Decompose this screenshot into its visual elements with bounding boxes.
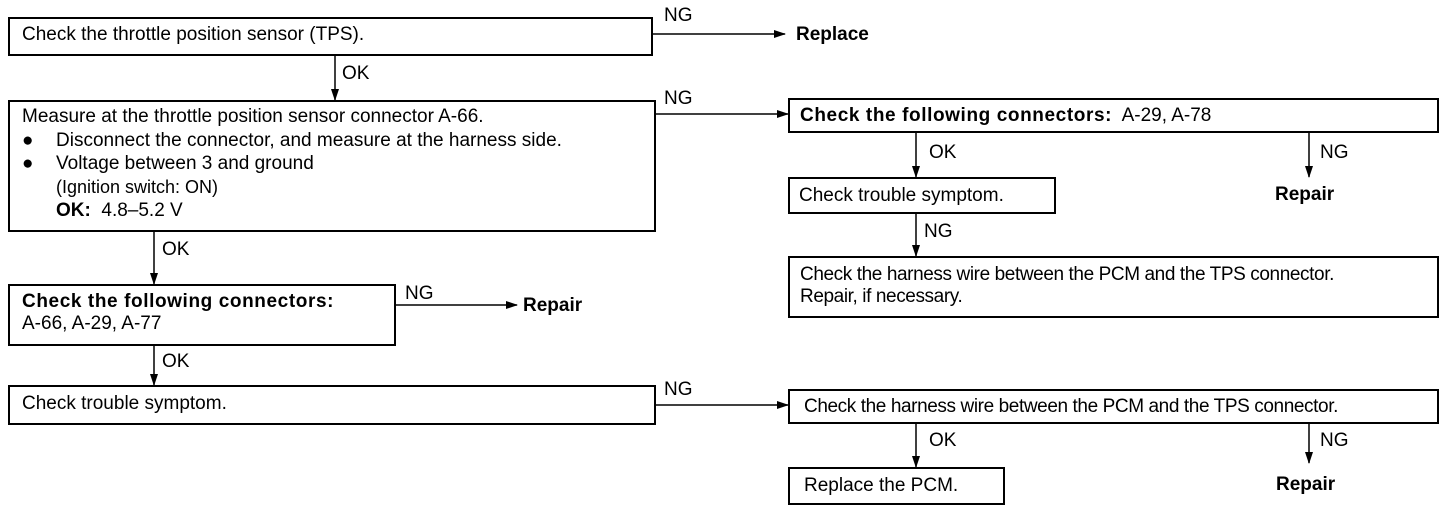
label-repair-1: Repair	[523, 295, 583, 316]
label-ok-4: OK	[929, 142, 957, 163]
box-measure-connector: Measure at the throttle position sensor …	[8, 100, 656, 232]
replace-pcm-text: Replace the PCM.	[804, 475, 959, 496]
label-ok-2: OK	[162, 239, 190, 260]
measure-title: Measure at the throttle position sensor …	[22, 106, 484, 127]
box-check-symptom-left: Check trouble symptom.	[8, 385, 656, 425]
harness-1-line-1: Check the harness wire between the PCM a…	[800, 264, 1334, 285]
label-ng-1: NG	[664, 5, 693, 26]
label-ok-3: OK	[162, 351, 190, 372]
label-ng-2: NG	[664, 88, 693, 109]
symptom-left-text: Check trouble symptom.	[22, 393, 227, 414]
harness-2-text: Check the harness wire between the PCM a…	[804, 396, 1338, 417]
measure-condition: (Ignition switch: ON)	[56, 176, 219, 197]
label-ok-5: OK	[929, 430, 957, 451]
box-check-connectors-right: Check the following connectors: A-29, A-…	[788, 98, 1439, 133]
label-ng-6: NG	[924, 221, 953, 242]
box-check-tps-text: Check the throttle position sensor (TPS)…	[22, 24, 365, 45]
measure-ok-spec: OK: 4.8–5.2 V	[22, 199, 642, 223]
connectors-left-list: A-66, A-29, A-77	[22, 313, 162, 334]
label-ng-5: NG	[1320, 142, 1349, 163]
connectors-left-heading: Check the following connectors:	[22, 291, 335, 312]
measure-bullet-1-text: Disconnect the connector, and measure at…	[56, 129, 562, 151]
label-repair-2: Repair	[1275, 184, 1335, 205]
box-check-harness-2: Check the harness wire between the PCM a…	[788, 389, 1439, 424]
label-ng-7: NG	[1320, 430, 1349, 451]
ok-spec-value: 4.8–5.2 V	[101, 200, 183, 221]
box-check-connectors-left: Check the following connectors: A-66, A-…	[8, 284, 396, 346]
label-ok-1: OK	[342, 63, 370, 84]
bullet-icon: ●	[22, 153, 34, 174]
label-repair-3: Repair	[1276, 474, 1336, 495]
measure-bullet-1: ● Disconnect the connector, and measure a…	[22, 129, 642, 153]
box-check-symptom-right: Check trouble symptom.	[788, 177, 1056, 214]
box-check-tps: Check the throttle position sensor (TPS)…	[8, 17, 653, 56]
ok-spec-label: OK:	[56, 200, 91, 221]
label-ng-4: NG	[664, 379, 693, 400]
measure-bullet-2-text: Voltage between 3 and ground	[56, 153, 314, 174]
label-ng-3: NG	[405, 283, 434, 304]
symptom-right-text: Check trouble symptom.	[799, 185, 1004, 206]
label-replace: Replace	[796, 24, 869, 45]
box-check-harness-1: Check the harness wire between the PCM a…	[788, 256, 1439, 318]
box-replace-pcm: Replace the PCM.	[788, 467, 1005, 505]
bullet-icon: ●	[22, 129, 34, 151]
connectors-right-list: A-29, A-78	[1121, 105, 1212, 126]
measure-bullet-2: ● Voltage between 3 and ground	[22, 152, 642, 176]
connectors-right-heading: Check the following connectors:	[800, 105, 1113, 126]
harness-1-line-2: Repair, if necessary.	[800, 286, 963, 307]
